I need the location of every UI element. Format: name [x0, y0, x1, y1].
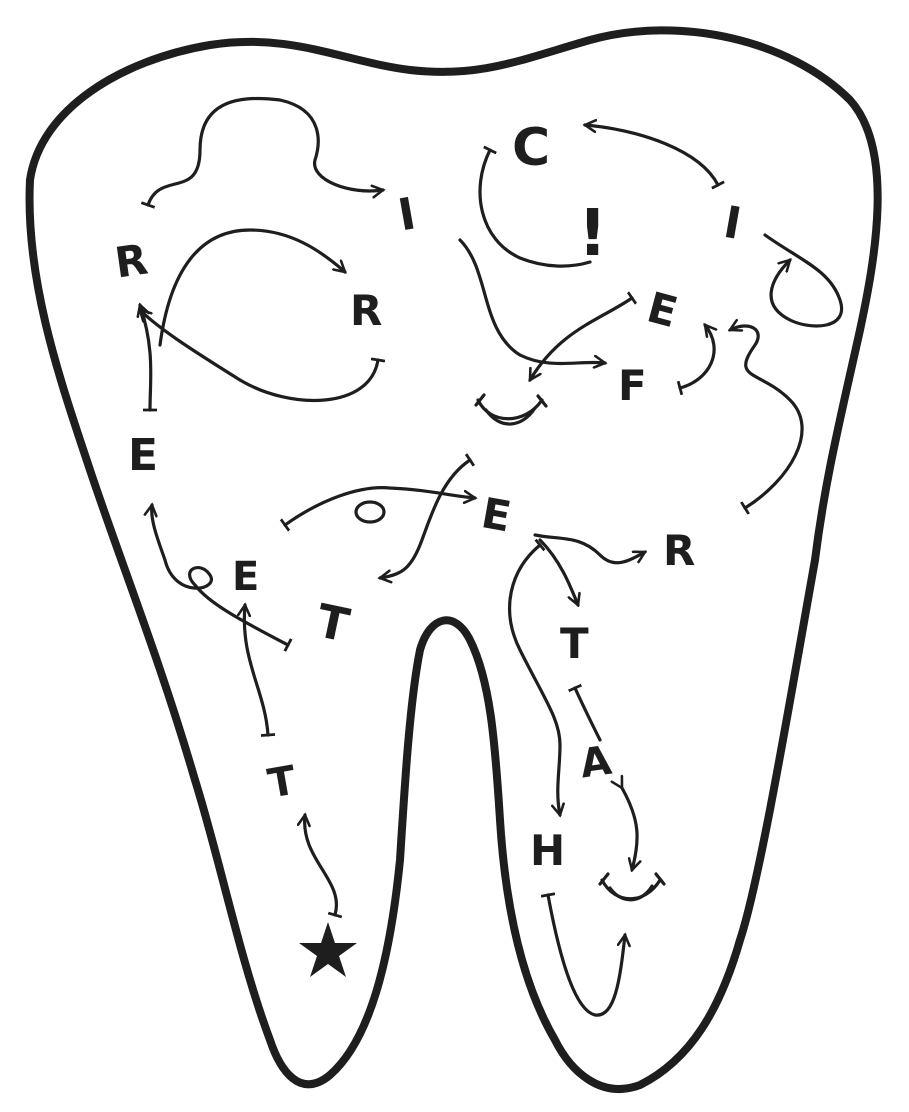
smile-icon [476, 395, 546, 424]
letter-i: I [720, 197, 745, 250]
letter-e: E [478, 488, 515, 541]
letters: R I C I R E F E E R E T T T A H ! [112, 118, 745, 875]
letter-h: H [530, 826, 565, 875]
letter-t: T [560, 619, 589, 668]
smile-icon [600, 874, 664, 900]
letter-e: E [642, 282, 682, 337]
letter-r: R [663, 526, 695, 575]
tooth-outline-icon [30, 30, 878, 1089]
exclamation-mark: ! [578, 197, 607, 271]
letter-e: E [232, 554, 259, 600]
letter-r: R [112, 235, 151, 288]
letter-r: R [350, 286, 382, 335]
letter-e: E [128, 430, 158, 481]
letter-a: A [577, 738, 614, 788]
letter-c: C [512, 118, 550, 178]
letter-f: F [618, 361, 647, 410]
letter-i: I [394, 188, 419, 241]
star-icon [299, 922, 357, 977]
letter-t: T [265, 757, 301, 807]
letter-t: T [312, 593, 355, 652]
